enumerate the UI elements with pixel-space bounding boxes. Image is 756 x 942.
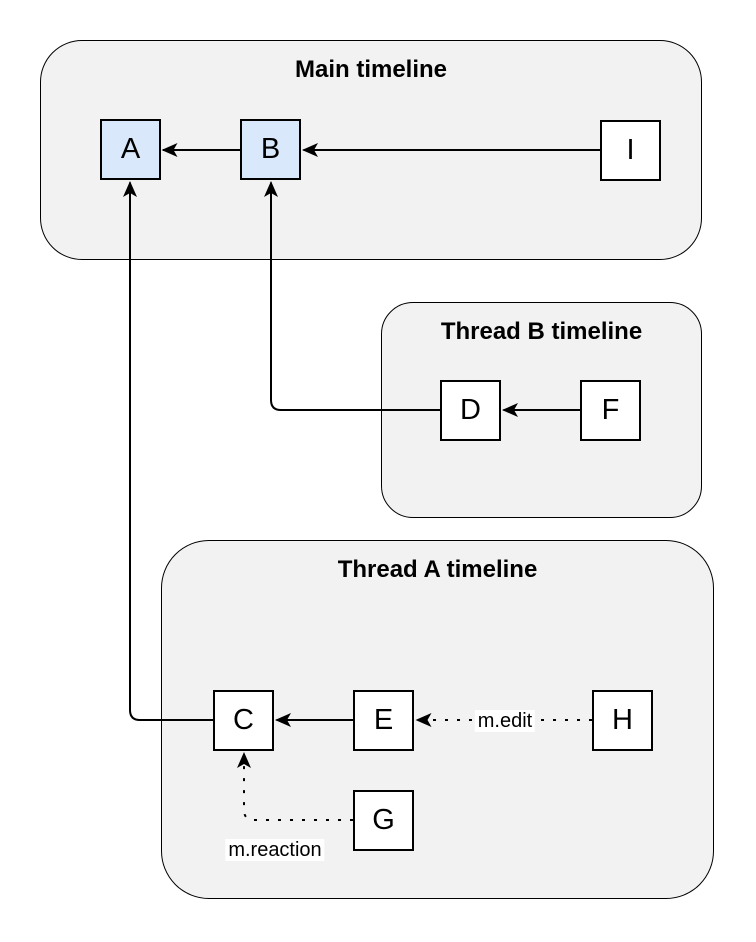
node-B: B	[240, 119, 301, 180]
node-C: C	[213, 690, 274, 751]
node-E: E	[353, 690, 414, 751]
edge-c-to-a	[123, 181, 213, 721]
edge-label-m-edit: m.edit	[474, 710, 536, 732]
thread-a-timeline-title: Thread A timeline	[337, 556, 538, 583]
node-A: A	[100, 119, 161, 180]
edge-label-m-reaction: m.reaction	[225, 839, 325, 861]
node-I: I	[600, 120, 661, 181]
edge-g-to-c-m-reaction	[237, 752, 353, 821]
edge-d-to-b	[264, 181, 440, 411]
node-F: F	[580, 380, 641, 441]
node-D: D	[440, 380, 501, 441]
node-G: G	[353, 790, 414, 851]
main-timeline-title: Main timeline	[294, 56, 448, 83]
node-H: H	[592, 690, 653, 751]
thread-b-timeline-title: Thread B timeline	[440, 318, 643, 345]
